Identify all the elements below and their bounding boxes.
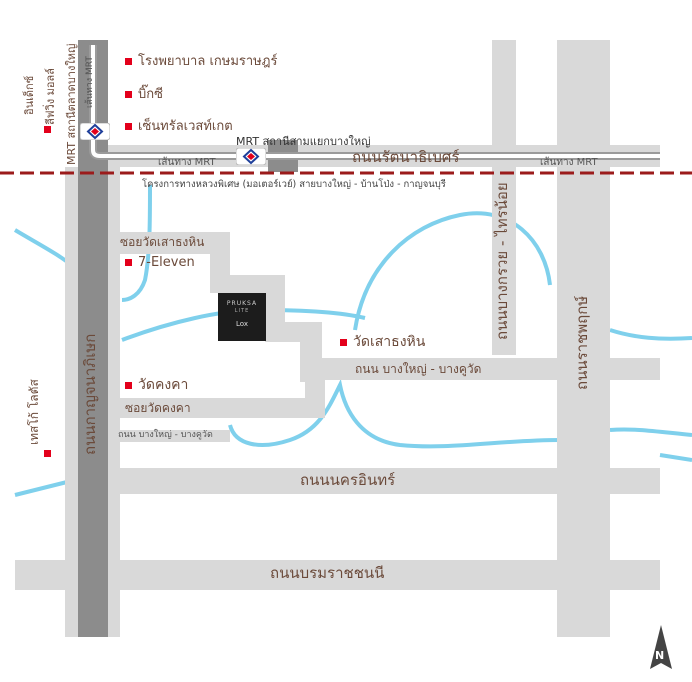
canal-right-lower (609, 427, 692, 437)
road-ratchaphruek-shape (557, 40, 610, 637)
road-soi-khong-kha-shape (120, 398, 325, 418)
mrt-station-talad-label: MRT สถานีตลาดบางใหญ่ (65, 43, 78, 165)
road-bang-yai-bang-khu-wat-right-shape (610, 358, 660, 380)
poi-seven: 7-Eleven (125, 256, 195, 269)
poi-marker-icon (340, 338, 347, 346)
poi-wat-khong-kha-label: วัดคงคา (138, 377, 189, 393)
mrt-line-label-vertical: เส้นทาง MRT (85, 56, 95, 108)
poi-living-mall: ลีฟวิ่ง มอลล์ (44, 68, 57, 125)
road-label-bang-kruai-sai-noi: ถนนบางกรวย - ไทรน้อย (493, 182, 511, 340)
mrt-line-label-left: เส้นทาง MRT (158, 157, 216, 168)
poi-marker-icon (125, 381, 132, 389)
road-small-bang-yai-shape (120, 430, 230, 442)
road-label-kanchanaphisek: ถนนกาญจนาภิเษก (81, 333, 99, 455)
poi-index-marker-icon (44, 126, 51, 133)
project-brand: PRUKSA (226, 300, 258, 307)
canal-bottom-loop (228, 378, 561, 449)
mrt-logo-icon (80, 123, 110, 140)
north-arrow-icon (650, 625, 672, 669)
mrt-station-sam-yaek-label: MRT สถานีสามแยกบางใหญ่ (236, 135, 371, 148)
poi-index: อินเด็กซ์ (23, 75, 36, 115)
road-label-borommaratchachonnani: ถนนบรมราชชนนี (270, 564, 385, 582)
mrt-line-label-right: เส้นทาง MRT (540, 157, 598, 168)
poi-hospital-label: โรงพยาบาล เกษมราษฎร์ (138, 54, 278, 69)
compass-letter: N (655, 649, 665, 662)
canal-right-upper (609, 328, 692, 341)
canals (13, 184, 692, 497)
road-soi-sao-thong-hin-v-shape (210, 232, 230, 277)
poi-tesco-marker-icon (44, 450, 51, 457)
mrt-logo-icon (236, 148, 266, 165)
road-label-bang-yai-bang-khu-wat: ถนน บางใหญ่ - บางคูวัด (355, 362, 482, 376)
road-lox-link-v-shape (265, 275, 285, 325)
poi-wat-sao-thong-hin-label: วัดเสาธงหิน (353, 334, 426, 350)
canal-vertical (121, 184, 152, 302)
road-borommaratchachonnani-shape (15, 560, 660, 590)
project-logo: PRUKSA LITE Lox (218, 293, 266, 341)
project-name: Lox (236, 320, 248, 328)
road-bang-kruai-shape (492, 40, 516, 355)
canal-loop (353, 211, 552, 331)
poi-central-label: เซ็นทรัลเวสท์เกต (138, 119, 233, 134)
road-soi-khong-kha-v-shape (305, 360, 325, 418)
roads (15, 40, 660, 637)
poi-central: เซ็นทรัลเวสท์เกต (125, 120, 233, 133)
poi-hospital: โรงพยาบาล เกษมราษฎร์ (125, 55, 277, 68)
motorway-project-note: โครงการทางหลวงพิเศษ (มอเตอร์เวย์) สายบาง… (142, 179, 446, 190)
project-sub: LITE (234, 308, 250, 314)
poi-marker-icon (125, 259, 132, 266)
poi-tesco: เทสโก้ โลตัส (27, 379, 41, 445)
road-nakhon-in-shape (120, 468, 560, 494)
poi-bigc: บิ๊กซี (125, 88, 163, 101)
road-label-ratchaphruek: ถนนราชพฤกษ์ (573, 295, 591, 390)
poi-living-mall-label: ลีฟวิ่ง มอลล์ (44, 68, 57, 125)
poi-seven-label: 7-Eleven (138, 255, 195, 270)
poi-index-label: อินเด็กซ์ (23, 75, 36, 115)
mrt-line (89, 45, 660, 160)
road-label-nakhon-in: ถนนนครอินทร์ (300, 471, 396, 489)
road-nakhon-in-right-shape (610, 468, 660, 494)
road-label-soi-wat-khong-kha: ซอยวัดคงคา (125, 401, 191, 415)
poi-marker-icon (125, 123, 132, 130)
road-soi-sao-thong-hin-shape (120, 232, 230, 254)
poi-marker-icon (125, 91, 132, 98)
road-label-rattanathibet: ถนนรัตนาธิเบศร์ (352, 148, 460, 166)
poi-bigc-label: บิ๊กซี (138, 87, 163, 102)
poi-wat-sao-thong-hin: วัดเสาธงหิน (340, 335, 425, 349)
poi-marker-icon (125, 58, 132, 65)
road-bang-yai-bang-khu-wat-shape (320, 358, 557, 380)
road-label-soi-wat-sao-thong-hin: ซอยวัดเสาธงหิน (120, 235, 205, 249)
canal-far-right (659, 453, 692, 462)
poi-wat-khong-kha: วัดคงคา (125, 378, 188, 392)
road-label-bang-yai-bang-khu-wat-small: ถนน บางใหญ่ - บางคูวัด (118, 430, 213, 440)
poi-tesco-label: เทสโก้ โลตัส (27, 379, 41, 445)
